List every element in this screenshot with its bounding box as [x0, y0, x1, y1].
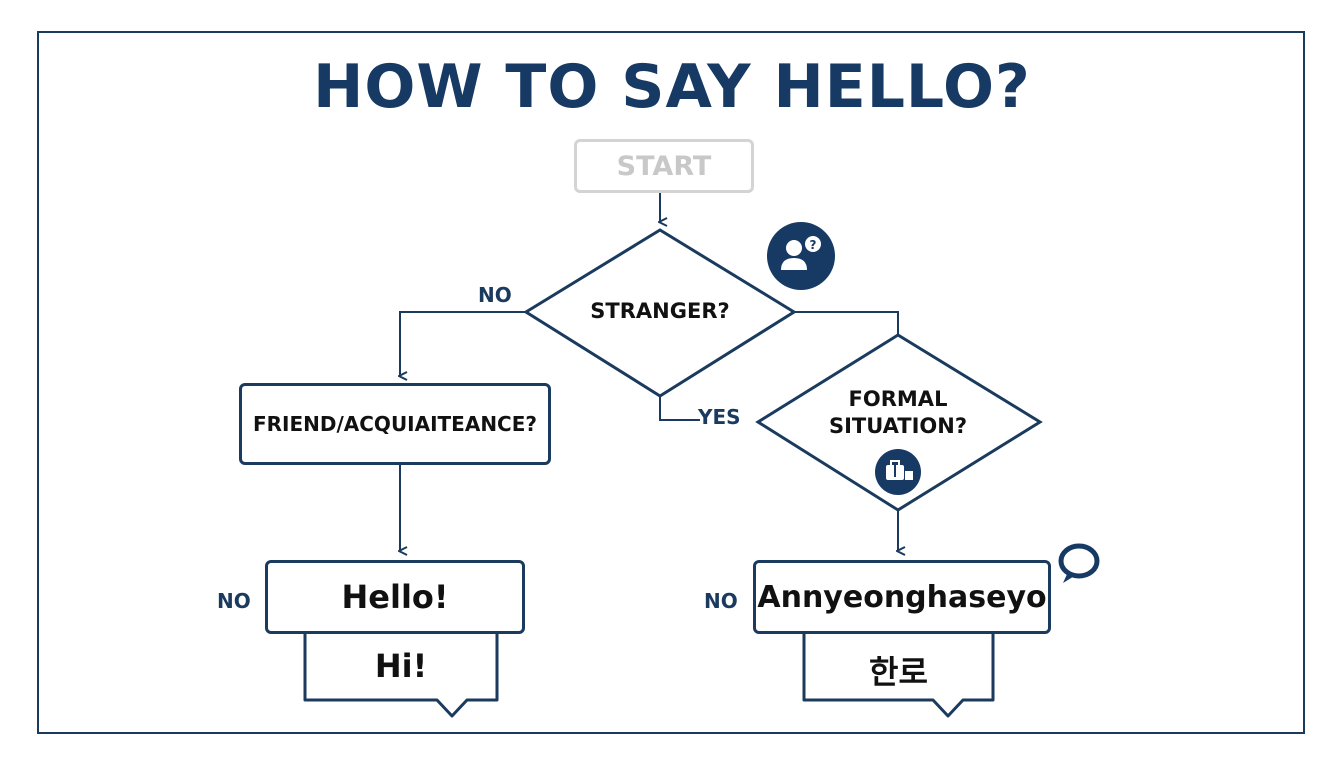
korean-callout: [802, 630, 995, 718]
stranger-yes-label: YES: [698, 405, 741, 429]
start-node: START: [574, 139, 754, 193]
hello-no-label: NO: [217, 589, 251, 613]
person-question-icon: ?: [767, 222, 835, 290]
stranger-label: STRANGER?: [590, 299, 730, 323]
stranger-no-label: NO: [478, 283, 512, 307]
friend-node: FRIEND/ACQUIAITEANCE?: [239, 383, 551, 465]
hi-callout: [303, 630, 499, 718]
korean-label: 한로: [869, 653, 928, 691]
briefcase-icon: [875, 449, 921, 495]
edge-stranger-no: [400, 311, 526, 376]
edge-stranger-yes: [659, 396, 700, 421]
speech-bubble-icon: [1058, 543, 1100, 583]
edge-stranger-right: [794, 311, 899, 335]
formal-label-line2: SITUATION?: [828, 414, 968, 438]
hi-label: Hi!: [374, 647, 428, 685]
svg-text:?: ?: [810, 238, 817, 252]
annyeonghaseyo-node: Annyeonghaseyo: [753, 560, 1051, 634]
hello-node: Hello!: [265, 560, 525, 634]
diagram-title: HOW TO SAY HELLO?: [313, 52, 1031, 122]
annyeong-no-label: NO: [704, 589, 738, 613]
formal-label-line1: FORMAL: [848, 387, 948, 411]
